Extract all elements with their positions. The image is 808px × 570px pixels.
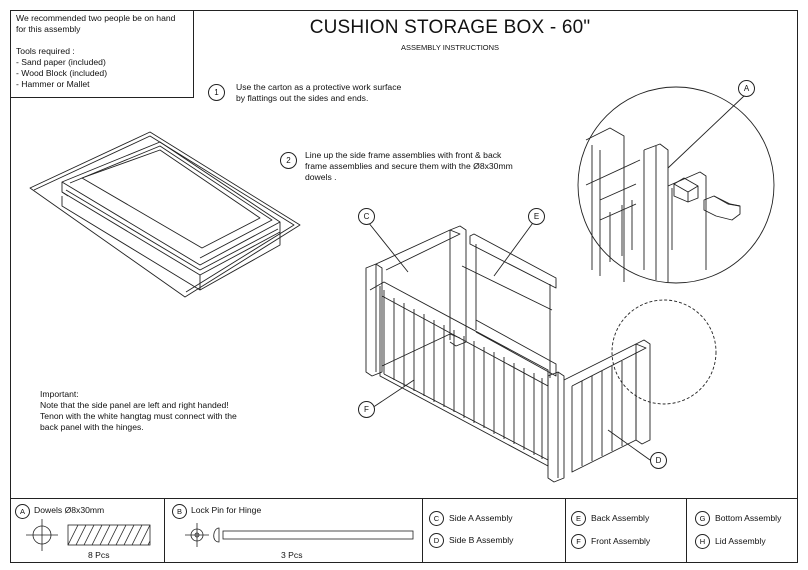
- note-line: for this assembly: [16, 24, 81, 34]
- step-number: 2: [280, 152, 297, 169]
- callout-d: D: [650, 452, 667, 469]
- part-cell-dowels: A Dowels Ø8x30mm 8 Pcs: [10, 499, 165, 563]
- leader-d: [607, 429, 651, 461]
- part-cell-lock-pin: B Lock Pin for Hinge 3 Pcs: [165, 499, 423, 563]
- callout-f: F: [358, 401, 375, 418]
- part-letter: B: [172, 504, 187, 519]
- part-letter: C: [429, 511, 444, 526]
- note-line: We recommended two people be on hand: [16, 13, 176, 23]
- part-cell-bottom-lid: G Bottom Assembly H Lid Assembly: [687, 499, 798, 563]
- important-line: Important:: [40, 389, 79, 399]
- part-label: Lid Assembly: [715, 536, 766, 546]
- step-text: by flattings out the sides and ends.: [236, 93, 369, 103]
- callout-e: E: [528, 208, 545, 225]
- page-frame: [10, 10, 798, 563]
- note-line: - Wood Block (included): [16, 68, 108, 78]
- step-text: Line up the side frame assemblies with f…: [305, 150, 502, 160]
- part-label: Back Assembly: [591, 513, 650, 523]
- step-text: dowels .: [305, 172, 337, 182]
- part-letter: F: [571, 534, 586, 549]
- part-label: Front Assembly: [591, 536, 651, 546]
- leader-e: [493, 219, 536, 277]
- part-qty: 3 Pcs: [281, 550, 303, 560]
- note-line: - Hammer or Mallet: [16, 79, 90, 89]
- part-letter: H: [695, 534, 710, 549]
- important-line: Tenon with the white hangtag must connec…: [40, 411, 237, 421]
- leader-a: [667, 95, 745, 169]
- step-number: 1: [208, 84, 225, 101]
- box-frame-drawing: [365, 225, 651, 483]
- important-line: Note that the side panel are left and ri…: [40, 400, 229, 410]
- carton-drawing: [29, 131, 301, 298]
- part-cell-back-front: E Back Assembly F Front Assembly: [566, 499, 687, 563]
- step-text: frame assemblies and secure them with th…: [305, 161, 513, 171]
- page-subtitle: ASSEMBLY INSTRUCTIONS: [400, 43, 500, 52]
- note-line: - Sand paper (included): [16, 57, 106, 67]
- callout-c: C: [358, 208, 375, 225]
- part-letter: A: [15, 504, 30, 519]
- callout-a: A: [738, 80, 755, 97]
- important-line: back panel with the hinges.: [40, 422, 144, 432]
- page-title: CUSHION STORAGE BOX - 60": [309, 17, 591, 38]
- leader-c: [367, 221, 409, 273]
- part-label: Dowels Ø8x30mm: [34, 505, 105, 515]
- note-box: We recommended two people be on hand for…: [10, 10, 194, 98]
- dowel-icon: [26, 519, 151, 551]
- part-letter: E: [571, 511, 586, 526]
- important-note: Important: Note that the side panel are …: [40, 389, 237, 433]
- part-label: Side B Assembly: [449, 535, 514, 545]
- part-label: Lock Pin for Hinge: [191, 505, 262, 515]
- part-qty: 8 Pcs: [88, 550, 110, 560]
- parts-table: A Dowels Ø8x30mm 8 Pcs B Lock Pin for Hi…: [10, 498, 798, 563]
- leader-f: [371, 379, 415, 409]
- part-cell-sides: C Side A Assembly D Side B Assembly: [423, 499, 566, 563]
- note-line: Tools required :: [16, 46, 75, 56]
- step-text: Use the carton as a protective work surf…: [236, 82, 402, 92]
- part-label: Bottom Assembly: [715, 513, 782, 523]
- part-label: Side A Assembly: [449, 513, 513, 523]
- detail-view: [577, 86, 775, 284]
- lock-pin-icon: [185, 523, 414, 547]
- part-letter: D: [429, 533, 444, 548]
- part-letter: G: [695, 511, 710, 526]
- detail-callout-circle: [611, 299, 717, 405]
